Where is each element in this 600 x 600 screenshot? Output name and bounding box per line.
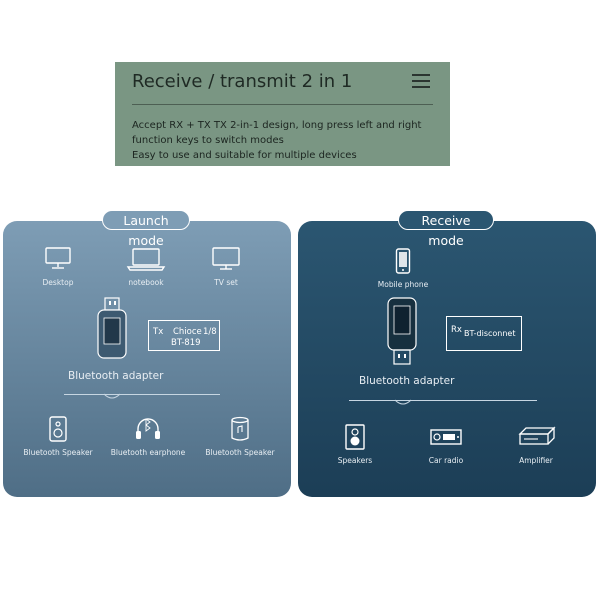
mobile-phone-icon [395, 248, 411, 274]
header-divider [132, 104, 433, 105]
receive-signal-line [349, 400, 537, 401]
device-tv: TV set [198, 246, 254, 287]
bluetooth-earphone-label: Bluetooth earphone [110, 448, 186, 457]
header-title: Receive / transmit 2 in 1 [132, 71, 353, 92]
output-amplifier: Amplifier [508, 424, 564, 465]
launch-mode-badge: Launch mode [102, 210, 190, 248]
desktop-icon [45, 247, 71, 269]
receiver-adapter-icon [387, 297, 417, 365]
bluetooth-speaker-label-2: Bluetooth Speaker [205, 448, 275, 457]
notebook-label: notebook [128, 278, 164, 287]
signal-wave-icon [395, 399, 411, 405]
output-bluetooth-speaker-2: Bluetooth Speaker [202, 416, 278, 457]
speakers-label: Speakers [337, 456, 373, 465]
receive-mode-panel [298, 221, 596, 497]
bt-status-label: BT-disconnet [464, 329, 516, 338]
speaker-icon [49, 416, 67, 442]
tx-label: Tx [153, 327, 164, 337]
receive-adapter-label: Bluetooth adapter [359, 375, 455, 387]
receive-mode-badge: Receive mode [398, 210, 494, 248]
launch-adapter-label: Bluetooth adapter [68, 370, 164, 382]
mobile-phone-label: Mobile phone [377, 280, 429, 289]
bluetooth-adapter-icon [97, 297, 127, 359]
rx-label: Rx [451, 325, 462, 335]
headphone-icon [136, 418, 160, 439]
hifi-speaker-icon [345, 424, 365, 450]
laptop-icon [126, 248, 166, 271]
model-label: BT-819 [171, 338, 201, 348]
menu-icon[interactable] [412, 74, 430, 88]
tx-display: Tx Chioce 1/8 BT-819 [148, 320, 220, 351]
device-notebook: notebook [118, 246, 174, 287]
desc-line-3: Easy to use and suitable for multiple de… [132, 150, 357, 161]
desktop-label: Desktop [42, 278, 74, 287]
output-bluetooth-speaker-1: Bluetooth Speaker [20, 416, 96, 457]
amplifier-icon [518, 426, 556, 445]
rx-display: Rx BT-disconnet [446, 316, 522, 351]
portable-speaker-icon [231, 416, 249, 441]
choice-count: 1/8 [203, 327, 217, 337]
amplifier-label: Amplifier [519, 456, 553, 465]
tv-label: TV set [214, 278, 238, 287]
desc-line-2: function keys to switch modes [132, 135, 284, 146]
car-radio-label: Car radio [428, 456, 464, 465]
desc-line-1: Accept RX + TX TX 2-in-1 design, long pr… [132, 120, 422, 131]
header-description: Accept RX + TX TX 2-in-1 design, long pr… [132, 118, 421, 163]
output-car-radio: Car radio [418, 424, 474, 465]
output-bluetooth-earphone: Bluetooth earphone [108, 416, 188, 457]
output-speakers: Speakers [325, 424, 385, 465]
car-radio-icon [430, 429, 462, 445]
launch-signal-line [64, 394, 220, 395]
bluetooth-speaker-label-1: Bluetooth Speaker [23, 448, 93, 457]
header-banner: Receive / transmit 2 in 1 Accept RX + TX… [115, 62, 450, 166]
tv-icon [212, 247, 240, 270]
choice-label: Chioce [173, 327, 202, 337]
device-desktop: Desktop [30, 246, 86, 287]
device-mobile-phone: Mobile phone [370, 248, 436, 289]
signal-wave-icon [104, 393, 120, 399]
